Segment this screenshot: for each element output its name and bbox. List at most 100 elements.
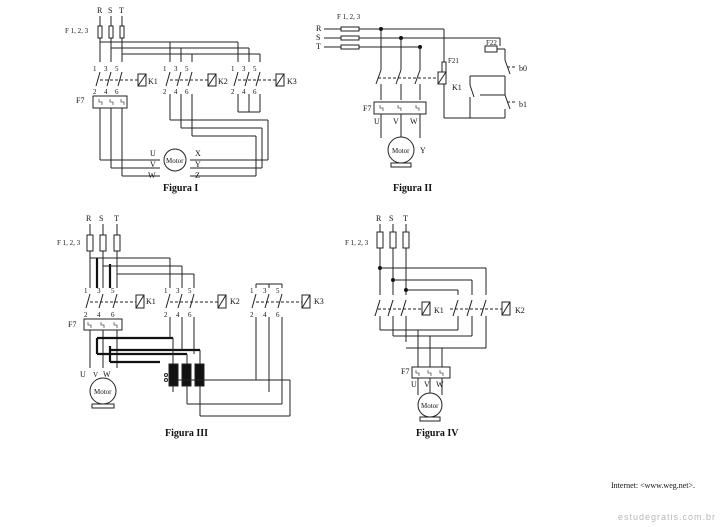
- figure-2-diagram: F 1, 2, 3 R S T F21 K1 F22 b0: [316, 13, 527, 168]
- svg-text:K2: K2: [515, 306, 525, 315]
- svg-text:1: 1: [163, 65, 167, 73]
- svg-text:5: 5: [276, 287, 280, 295]
- svg-text:2: 2: [250, 311, 254, 319]
- fig4-fuse: [389, 231, 397, 249]
- svg-text:K3: K3: [287, 77, 297, 86]
- fig2-label-r: R: [316, 24, 322, 33]
- fig1-label-t: T: [119, 6, 124, 15]
- svg-text:4: 4: [176, 311, 180, 319]
- svg-text:4: 4: [174, 88, 178, 96]
- fig3-fuse: [113, 234, 121, 252]
- svg-text:Y: Y: [420, 146, 426, 155]
- svg-text:5: 5: [188, 287, 192, 295]
- svg-text:R: R: [376, 214, 382, 223]
- svg-text:S: S: [389, 214, 393, 223]
- svg-text:5: 5: [111, 287, 115, 295]
- svg-text:6: 6: [188, 311, 192, 319]
- svg-text:2: 2: [231, 88, 235, 96]
- fig4-caption: Figura IV: [416, 428, 459, 439]
- svg-text:W: W: [103, 370, 111, 379]
- svg-text:U: U: [80, 370, 86, 379]
- fig2-fuse-f21: [441, 61, 447, 73]
- watermark: estudegratis.com.br: [617, 512, 716, 522]
- svg-text:3: 3: [263, 287, 267, 295]
- svg-text:1: 1: [93, 65, 97, 73]
- svg-text:F7: F7: [363, 104, 371, 113]
- svg-text:U: U: [374, 117, 380, 126]
- svg-text:K2: K2: [218, 77, 228, 86]
- fig3-fuse: [86, 234, 94, 252]
- fig4-contactor-k2: K2: [450, 299, 525, 317]
- fig1-fuse: [97, 25, 103, 39]
- svg-text:4: 4: [263, 311, 267, 319]
- svg-text:Motor: Motor: [166, 157, 184, 165]
- fig4-fuse: [376, 231, 384, 249]
- svg-text:K2: K2: [230, 297, 240, 306]
- svg-text:4: 4: [242, 88, 246, 96]
- svg-text:Motor: Motor: [94, 388, 112, 396]
- svg-text:1: 1: [231, 65, 235, 73]
- fig2-label-t: T: [316, 42, 321, 51]
- svg-text:K1: K1: [434, 306, 444, 315]
- fig4-fuse: [402, 231, 410, 249]
- svg-text:3: 3: [242, 65, 246, 73]
- fig2-fuse: [340, 35, 360, 41]
- svg-text:F 1, 2, 3: F 1, 2, 3: [57, 239, 81, 247]
- svg-text:2: 2: [164, 311, 168, 319]
- svg-text:3: 3: [176, 287, 180, 295]
- svg-text:3: 3: [174, 65, 178, 73]
- svg-text:5: 5: [253, 65, 257, 73]
- svg-text:1: 1: [164, 287, 168, 295]
- svg-text:1: 1: [84, 287, 88, 295]
- svg-text:b0: b0: [519, 64, 527, 73]
- svg-text:V: V: [393, 117, 399, 126]
- svg-text:F21: F21: [448, 57, 459, 65]
- fig2-label-s: S: [316, 33, 320, 42]
- svg-text:S: S: [99, 214, 103, 223]
- svg-text:W: W: [410, 117, 418, 126]
- fig3-autotransformer: [168, 363, 179, 387]
- svg-text:Y: Y: [195, 160, 201, 169]
- fig3-fuse: [99, 234, 107, 252]
- fig4-overload-relay: [411, 366, 451, 379]
- svg-text:6: 6: [115, 88, 119, 96]
- svg-text:Motor: Motor: [392, 147, 410, 155]
- svg-text:b1: b1: [519, 100, 527, 109]
- fig1-label-r: R: [97, 6, 103, 15]
- svg-text:U: U: [150, 149, 156, 158]
- svg-text:2: 2: [93, 88, 97, 96]
- svg-text:4: 4: [104, 88, 108, 96]
- figure-4-diagram: R S T F 1, 2, 3 K1 K2: [345, 214, 525, 422]
- svg-text:6: 6: [111, 311, 115, 319]
- fig2-fuse: [340, 44, 360, 50]
- fig3-overload-relay: [83, 318, 123, 331]
- svg-text:2: 2: [84, 311, 88, 319]
- svg-text:T: T: [403, 214, 408, 223]
- svg-text:3: 3: [104, 65, 108, 73]
- svg-text:F 1, 2, 3: F 1, 2, 3: [345, 239, 369, 247]
- svg-text:W: W: [148, 171, 156, 180]
- fig2-caption: Figura II: [393, 183, 432, 194]
- fig1-f7-label: F7: [76, 96, 84, 105]
- svg-text:5: 5: [115, 65, 119, 73]
- svg-text:F22: F22: [486, 39, 497, 47]
- svg-text:2: 2: [163, 88, 167, 96]
- fig3-autotransformer: [181, 363, 192, 387]
- svg-text:1: 1: [250, 287, 254, 295]
- svg-text:3: 3: [97, 287, 101, 295]
- fig1-fuse: [108, 25, 114, 39]
- svg-text:V: V: [424, 380, 430, 389]
- fig4-contactor-k1: K1: [374, 299, 444, 317]
- svg-text:Motor: Motor: [421, 402, 439, 410]
- svg-text:W: W: [436, 380, 444, 389]
- svg-text:6: 6: [253, 88, 257, 96]
